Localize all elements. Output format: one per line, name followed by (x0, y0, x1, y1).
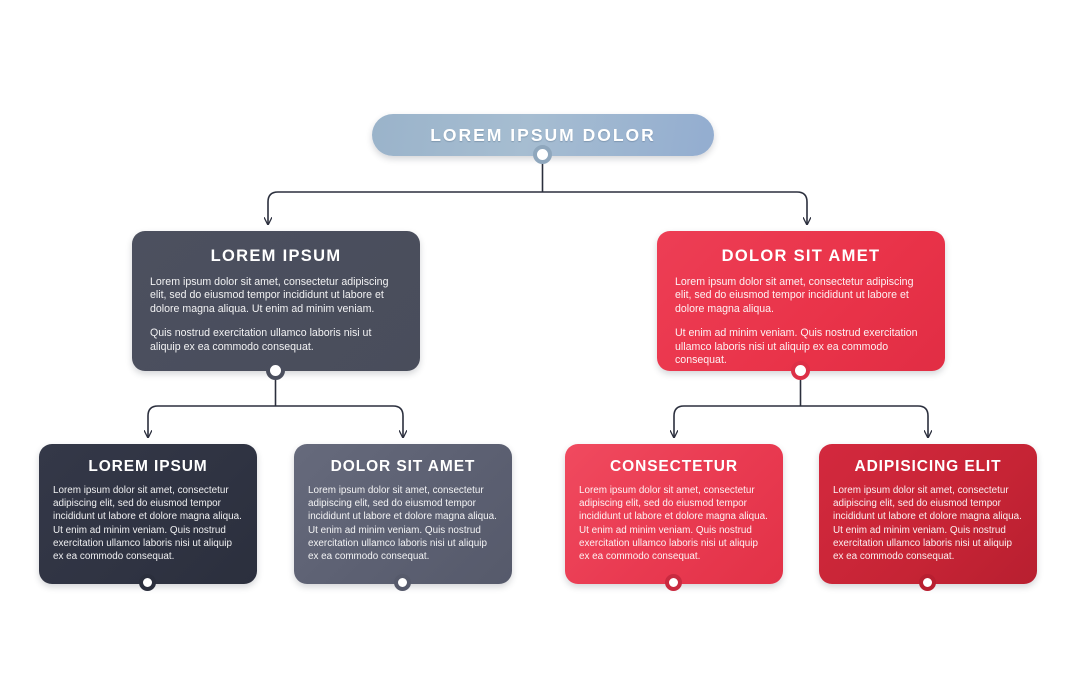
level3-node-consectetur[interactable]: CONSECTETUR Lorem ipsum dolor sit amet, … (565, 444, 783, 584)
level2-node-dolor-sit-amet[interactable]: DOLOR SIT AMET Lorem ipsum dolor sit ame… (657, 231, 945, 371)
level3-node-body: Lorem ipsum dolor sit amet, consectetur … (579, 485, 768, 563)
level3-node-title: ADIPISICING ELIT (854, 458, 1002, 475)
level3-node-title: LOREM IPSUM (88, 458, 208, 475)
level2-node-paragraph: Quis nostrud exercitation ullamco labori… (150, 327, 372, 353)
level2-node-paragraph: Ut enim ad minim veniam. Quis nostrud ex… (675, 327, 918, 367)
root-connector-knob (533, 145, 552, 164)
level2-node-paragraph: Lorem ipsum dolor sit amet, consectetur … (675, 276, 914, 315)
level3-leaf4-connector-knob (919, 574, 936, 591)
level3-node-body: Lorem ipsum dolor sit amet, consectetur … (53, 485, 242, 563)
level3-node-adipisicing-elit[interactable]: ADIPISICING ELIT Lorem ipsum dolor sit a… (819, 444, 1037, 584)
level2-left-connector-knob (266, 361, 285, 380)
level3-node-title: DOLOR SIT AMET (330, 458, 476, 475)
root-node[interactable]: LOREM IPSUM DOLOR (372, 114, 714, 156)
root-node-title: LOREM IPSUM DOLOR (430, 124, 656, 145)
level2-right-connector-knob (791, 361, 810, 380)
level3-node-body: Lorem ipsum dolor sit amet, consectetur … (308, 485, 497, 563)
level3-node-lorem-ipsum[interactable]: LOREM IPSUM Lorem ipsum dolor sit amet, … (39, 444, 257, 584)
level2-node-lorem-ipsum[interactable]: LOREM IPSUM Lorem ipsum dolor sit amet, … (132, 231, 420, 371)
level3-leaf2-connector-knob (394, 574, 411, 591)
level3-leaf1-connector-knob (139, 574, 156, 591)
level3-node-dolor-sit-amet[interactable]: DOLOR SIT AMET Lorem ipsum dolor sit ame… (294, 444, 512, 584)
level2-node-title: LOREM IPSUM (210, 247, 342, 265)
level2-node-paragraph: Lorem ipsum dolor sit amet, consectetur … (150, 276, 389, 315)
level2-node-title: DOLOR SIT AMET (721, 247, 881, 265)
level3-leaf3-connector-knob (665, 574, 682, 591)
level3-node-body: Lorem ipsum dolor sit amet, consectetur … (833, 485, 1022, 563)
level3-node-title: CONSECTETUR (610, 458, 738, 475)
